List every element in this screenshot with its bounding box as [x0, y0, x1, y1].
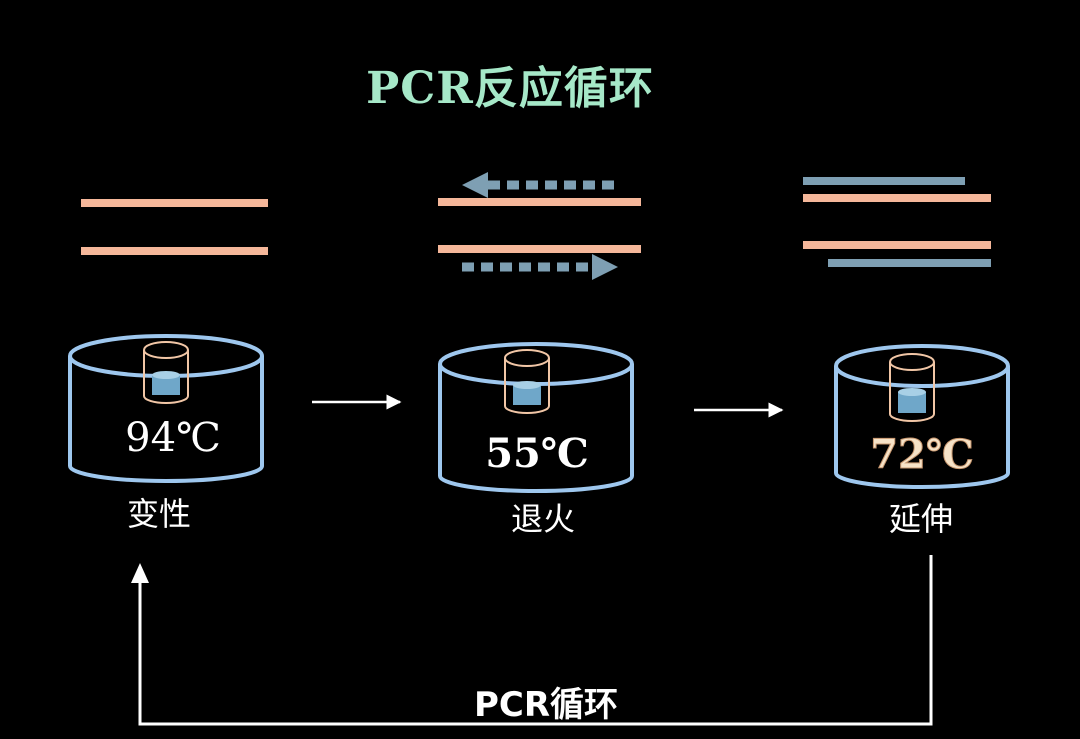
tube-body	[889, 362, 935, 422]
tube-liquid	[513, 385, 541, 405]
cycle-return-arrowhead	[131, 563, 149, 583]
primer-top-arrowhead	[462, 172, 488, 198]
temperature-label: 94℃	[125, 415, 221, 461]
tube-liquid	[152, 375, 180, 395]
water-bath-94: 94℃	[68, 334, 264, 483]
tube-top	[504, 349, 550, 367]
temperature-label: 55℃	[485, 430, 589, 477]
water-bath-72: 72℃	[834, 344, 1010, 489]
beaker-body	[438, 364, 634, 493]
annealing-strands	[438, 172, 641, 280]
diagram-title: PCR反应循环	[366, 63, 654, 114]
temperature-label: 72℃	[870, 431, 974, 478]
tube-top	[889, 353, 935, 371]
beaker-body	[68, 356, 264, 483]
cycle-label: PCR循环	[474, 685, 618, 725]
tube-body	[504, 358, 550, 414]
denaturation-strands	[81, 199, 268, 255]
tube-top	[143, 341, 189, 359]
tube-liquid	[898, 392, 926, 413]
beaker-body	[834, 366, 1010, 489]
tube-liquid-top	[513, 381, 541, 389]
beaker-rim	[834, 344, 1010, 388]
tube-liquid-top	[898, 388, 926, 396]
stage-label-denaturation: 变性	[127, 495, 191, 533]
stage-label-extension: 延伸	[889, 500, 953, 538]
primer-bottom-arrowhead	[592, 254, 618, 280]
cycle-return-loop	[138, 555, 933, 726]
water-bath-55: 55℃	[438, 342, 634, 493]
extension-strands	[803, 177, 991, 267]
stage-label-annealing: 退火	[511, 500, 575, 538]
tube-liquid-top	[152, 371, 180, 379]
tube-body	[143, 350, 189, 404]
